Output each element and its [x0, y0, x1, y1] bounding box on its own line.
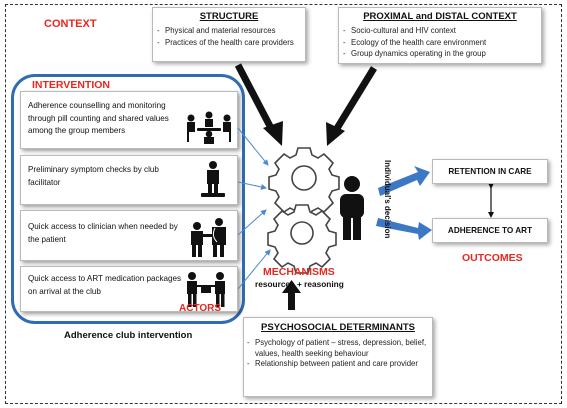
intervention-label: INTERVENTION [32, 79, 110, 91]
intervention-box-clinician: Quick access to clinician when needed by… [20, 210, 238, 261]
intervention-box-counselling: Adherence counselling and monitoring thr… [20, 91, 238, 149]
intervention-text: Quick access to ART medication packages … [28, 274, 182, 296]
arrow-counselling [237, 127, 269, 166]
intervention-box-symptom-checks: Preliminary symptom checks by club facil… [20, 155, 238, 205]
intervention-text: Adherence counselling and monitoring thr… [28, 101, 169, 135]
structure-box: STRUCTURE Physical and material resource… [152, 7, 306, 62]
context-label: CONTEXT [44, 18, 97, 30]
arrow-structure [234, 63, 276, 132]
clinician-icon [191, 218, 226, 257]
arrow-to-retention [378, 166, 430, 196]
proximal-item: Socio-cultural and HIV context [343, 25, 541, 37]
arrow-clinician [237, 209, 267, 236]
arrow-symptom [237, 181, 267, 190]
mechanisms-sublabel: resources + reasoning [255, 279, 344, 289]
structure-item: Physical and material resources [157, 25, 305, 37]
proximal-item: Group dynamics operating in the group [343, 48, 541, 60]
arrow-to-adherence [376, 218, 432, 240]
psychosocial-item: Relationship between patient and care pr… [247, 359, 428, 370]
intervention-box-art-packages: Quick access to ART medication packages … [20, 266, 238, 312]
structure-title: STRUCTURE [199, 11, 259, 22]
facilitator-icon [201, 161, 225, 197]
intervention-outline [11, 74, 245, 324]
psychosocial-item: Psychology of patient – stress, depressi… [247, 338, 428, 359]
intervention-caption: Adherence club intervention [64, 330, 193, 341]
proximal-item: Ecology of the health care environment [343, 37, 541, 49]
psychosocial-box: PSYCHOSOCIAL DETERMINANTS Psychology of … [243, 317, 433, 397]
proximal-distal-box: PROXIMAL and DISTAL CONTEXT Socio-cultur… [338, 7, 542, 64]
arrow-context [333, 66, 377, 132]
arrow-psychosocial [288, 290, 295, 310]
psychosocial-title: PSYCHOSOCIAL DETERMINANTS [261, 322, 415, 333]
mechanism-gear-bottom [267, 204, 337, 274]
proximal-distal-title: PROXIMAL and DISTAL CONTEXT [363, 11, 517, 22]
outcomes-label: OUTCOMES [462, 252, 523, 264]
mechanisms-label: MECHANISMS [263, 266, 335, 278]
arrow-art [237, 249, 271, 290]
adherence-to-art-box: ADHERENCE TO ART [432, 218, 548, 243]
individual-person-icon [340, 176, 364, 240]
medication-handover-icon [187, 272, 225, 307]
diagram-frame [5, 4, 562, 404]
intervention-text: Preliminary symptom checks by club facil… [28, 165, 159, 187]
group-meeting-icon [187, 111, 231, 144]
individual-decision-label: Individual's decision [383, 160, 392, 239]
intervention-text: Quick access to clinician when needed by… [28, 222, 178, 244]
retention-in-care-box: RETENTION IN CARE [432, 159, 548, 184]
actors-label: ACTORS [179, 303, 222, 314]
structure-item: Practices of the health care providers [157, 37, 305, 49]
